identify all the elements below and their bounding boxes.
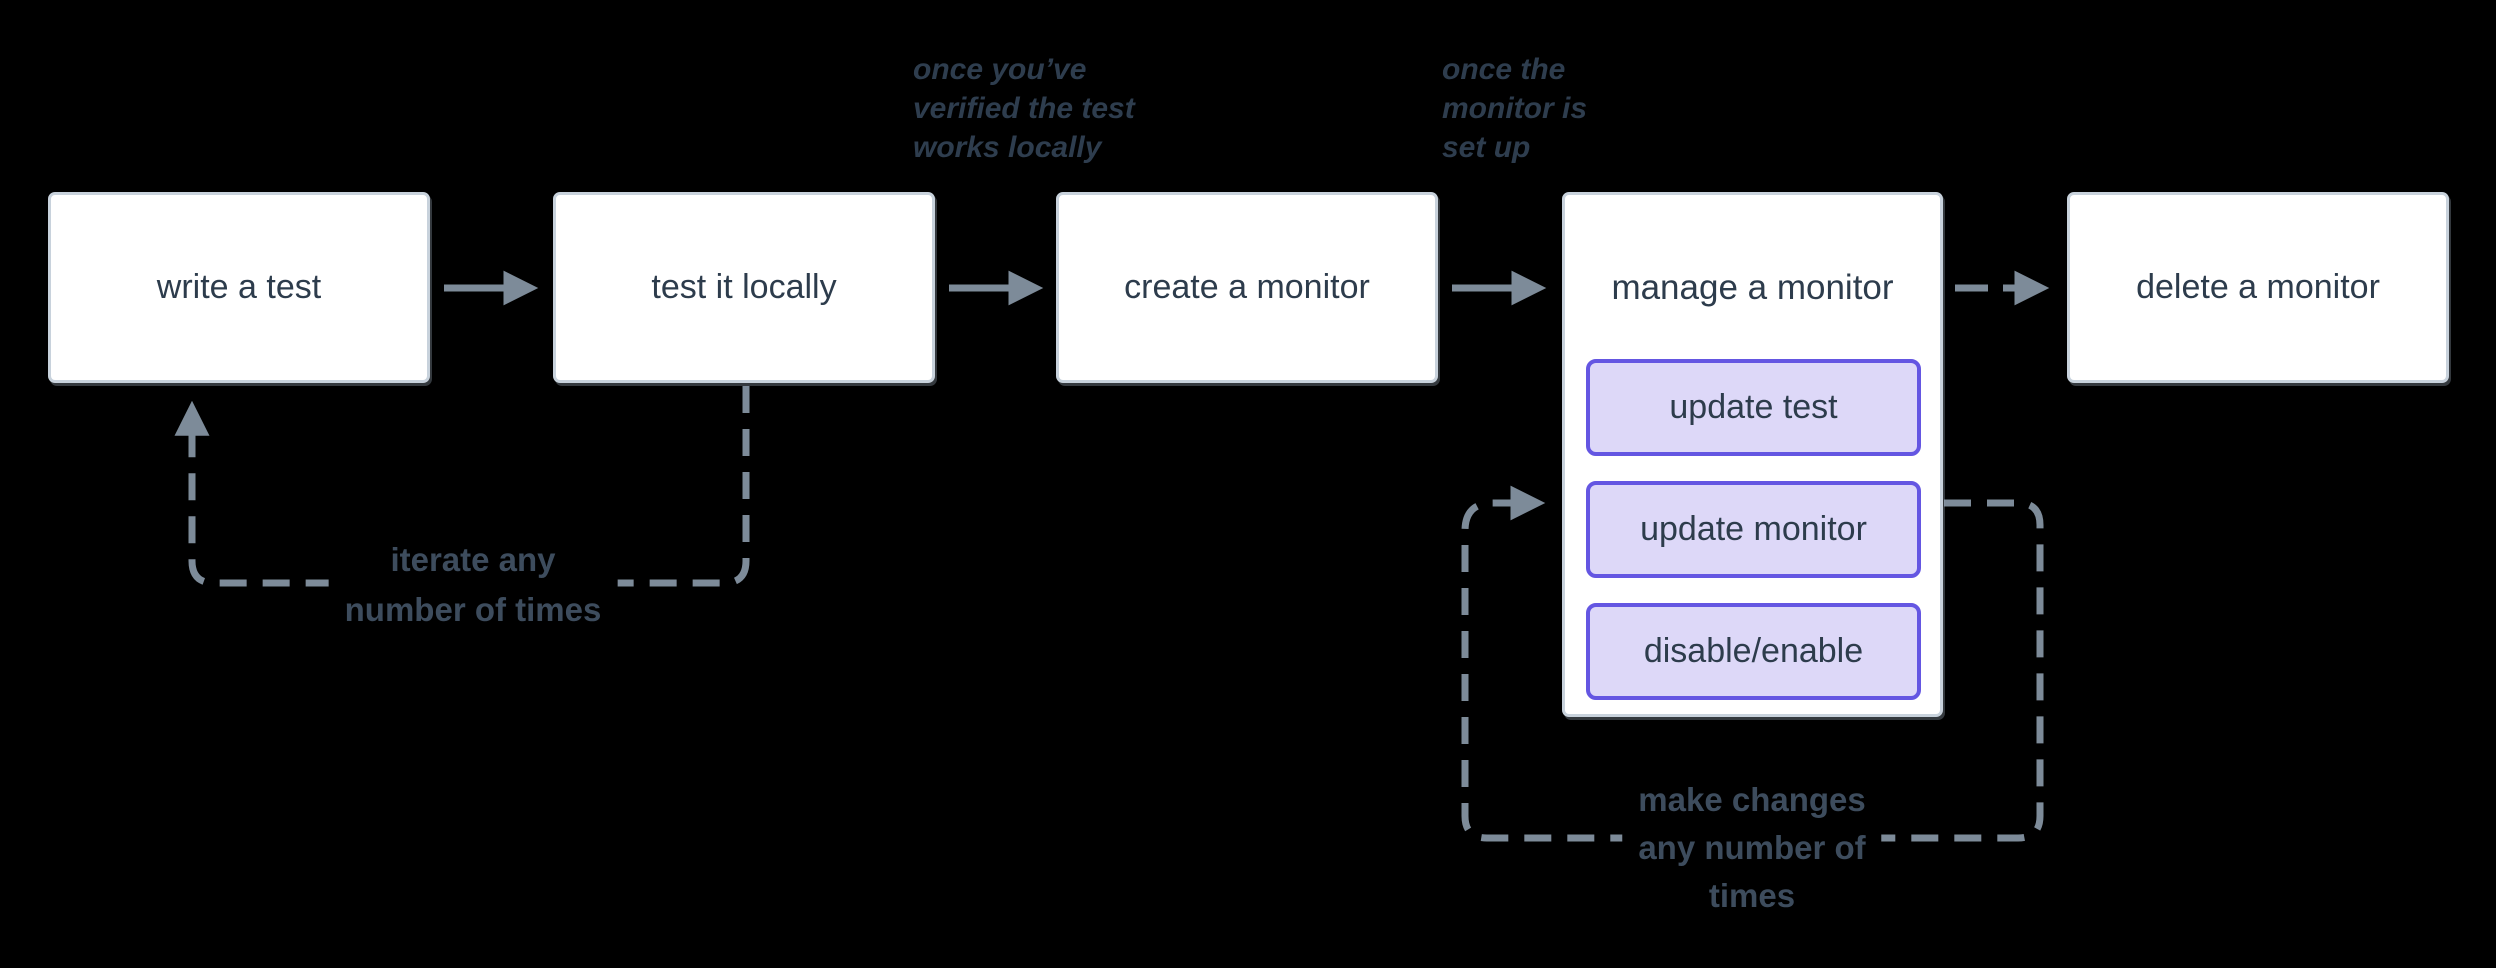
node-write-test: write a test [48, 192, 430, 383]
loop-label-line: iterate any [390, 541, 556, 578]
loop-iterate-path [174, 386, 750, 587]
subnode-update-test: update test [1586, 359, 1921, 456]
annotation-line: works locally [913, 131, 1102, 164]
node-delete-monitor-label: delete a monitor [2136, 268, 2380, 306]
node-test-locally: test it locally [553, 192, 935, 383]
loop-label-line: times [1708, 877, 1796, 914]
node-manage-monitor: manage a monitor update test update moni… [1562, 192, 1943, 717]
subnode-disable-enable: disable/enable [1586, 603, 1921, 700]
loop-label-iterate: iterate any number of times [328, 533, 618, 637]
subnode-disable-enable-label: disable/enable [1643, 632, 1864, 670]
loop-label-make-changes: make changes any number of times [1622, 774, 1882, 922]
subnode-update-monitor: update monitor [1586, 481, 1921, 578]
node-create-monitor: create a monitor [1056, 192, 1438, 383]
node-write-test-label: write a test [156, 268, 322, 306]
loop-label-line: number of times [344, 591, 602, 628]
node-test-locally-label: test it locally [651, 268, 837, 306]
annotation-line: monitor is [1442, 92, 1588, 125]
annotation-line: once the [1442, 53, 1566, 86]
annotation-line: verified the test [913, 92, 1135, 125]
subnode-update-monitor-label: update monitor [1640, 510, 1867, 548]
node-manage-monitor-label: manage a monitor [1611, 268, 1894, 307]
annotation-after-create-monitor: once the monitor is set up [1442, 50, 1587, 167]
node-create-monitor-label: create a monitor [1124, 268, 1370, 306]
annotation-line: set up [1442, 131, 1531, 164]
annotation-line: once you’ve [913, 53, 1087, 86]
loop-label-line: make changes [1638, 781, 1866, 818]
annotation-after-test-locally: once you’ve verified the test works loca… [913, 50, 1135, 167]
subnode-update-test-label: update test [1669, 388, 1838, 426]
loop-label-line: any number of [1638, 829, 1866, 866]
node-delete-monitor: delete a monitor [2067, 192, 2449, 383]
